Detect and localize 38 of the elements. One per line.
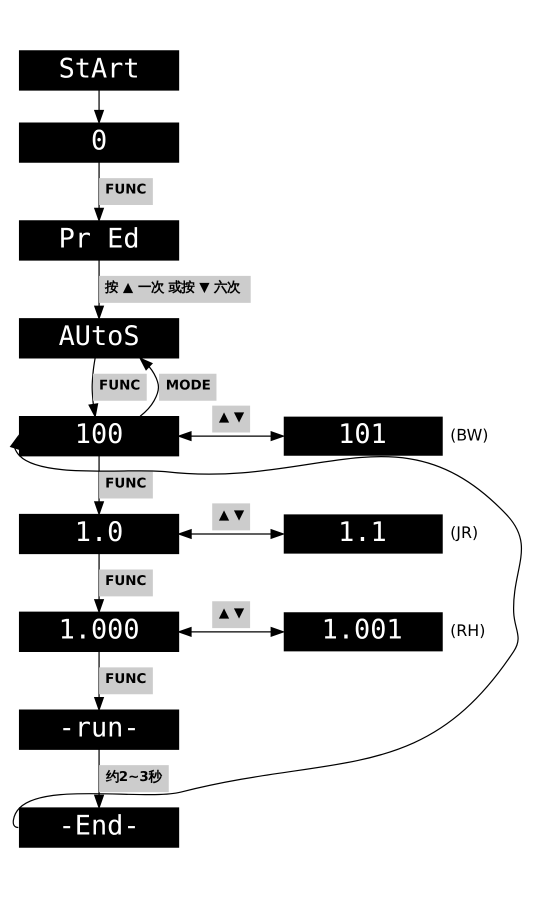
node-box: 1.0 <box>18 514 180 554</box>
node-box: -run- <box>18 710 180 750</box>
arrow <box>94 90 104 125</box>
node-label: (BW) <box>450 425 488 444</box>
edge-label: 按 ▲ 一次 或按 ▼ 六次 <box>105 280 240 296</box>
arrow <box>94 749 104 810</box>
arrow <box>177 528 286 540</box>
arrow <box>176 626 286 637</box>
node-box: 1.001 <box>284 612 443 652</box>
node-label: (RH) <box>450 621 486 640</box>
arrow <box>94 554 104 614</box>
edge-label: FUNC <box>105 476 146 492</box>
node-box: Pr Ed <box>18 220 180 261</box>
edge-label: ▲ ▼ <box>218 508 244 524</box>
edge-label: FUNC <box>105 672 146 687</box>
node-box: 100 <box>18 416 180 456</box>
edge-label: ▲ ▼ <box>218 410 244 426</box>
arrow <box>138 356 160 417</box>
node-box: 101 <box>284 416 443 456</box>
edge-label: 约2~3秒 <box>106 770 162 785</box>
edge-label: ▲ ▼ <box>218 606 244 621</box>
edge-label: FUNC <box>105 182 146 198</box>
edge-label: FUNC <box>105 574 146 590</box>
node-box: 1.1 <box>284 514 443 554</box>
node-box: 1.000 <box>18 612 180 652</box>
node-label: (JR) <box>450 523 478 542</box>
arrow <box>94 162 104 222</box>
node-box: 0 <box>18 122 180 163</box>
edge-label: FUNC <box>99 378 140 394</box>
edge-label: MODE <box>166 378 211 394</box>
node-box: -End- <box>18 807 180 848</box>
node-box: StArt <box>18 50 180 91</box>
arrow <box>88 358 98 418</box>
arrow <box>94 456 104 516</box>
node-box: AUtoS <box>18 318 180 358</box>
arrow <box>94 651 104 712</box>
arrow <box>94 260 104 320</box>
arrow <box>176 431 286 442</box>
